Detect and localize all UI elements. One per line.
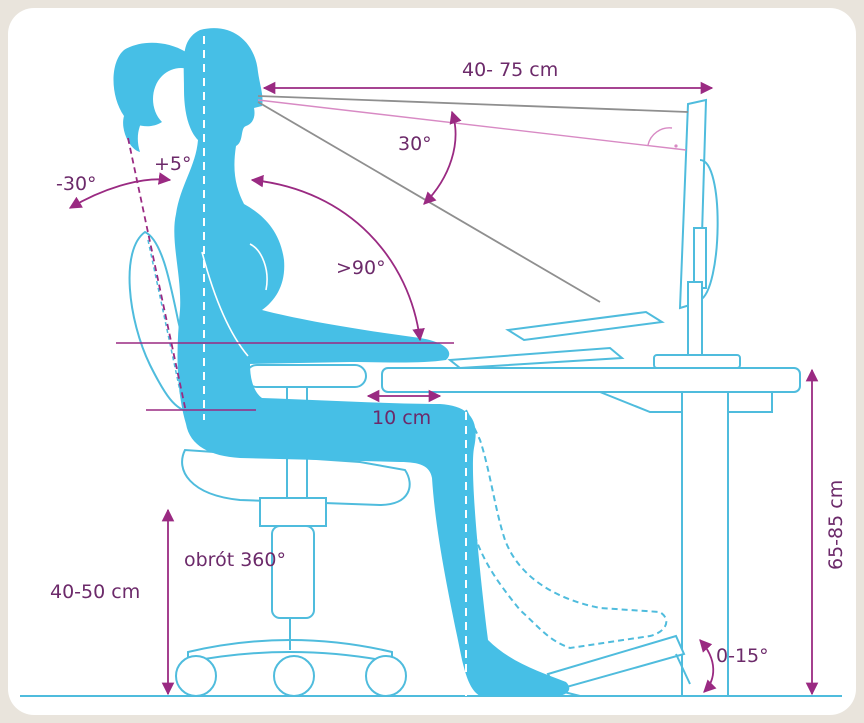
- monitor-stand-pole: [688, 282, 702, 360]
- person-ponytail-tip: [123, 116, 142, 152]
- sightline-low: [258, 102, 600, 302]
- monitor-stand-base: [654, 355, 740, 368]
- elbow-angle-label: >90°: [336, 257, 386, 279]
- keyboard-tray: [508, 312, 662, 340]
- sightline-angle: [258, 100, 686, 150]
- chair-mechanism: [260, 498, 326, 526]
- seat-height-label: 40-50 cm: [50, 581, 140, 603]
- alt-leg-dashed: [466, 410, 666, 648]
- chair-armrest: [246, 365, 366, 387]
- recline-forward-label: +5°: [154, 153, 192, 175]
- chair-gas-lift: [272, 526, 314, 618]
- gaze-angle-label: 30°: [398, 133, 432, 155]
- eye-distance-label: 40- 75 cm: [462, 59, 558, 81]
- keyboard: [450, 348, 622, 368]
- swivel-label: obrót 360°: [184, 549, 286, 571]
- caster-wheel: [176, 656, 216, 696]
- person-ponytail: [114, 43, 191, 127]
- armrest-gap-label: 10 cm: [372, 407, 431, 429]
- desk-height-label: 65-85 cm: [825, 480, 847, 570]
- monitor-stand-arm: [694, 228, 706, 288]
- screen-right-angle: [648, 128, 672, 145]
- recline-back-label: -30°: [56, 173, 97, 195]
- footrest-tilt-label: 0-15°: [716, 645, 769, 667]
- desk-top: [382, 368, 800, 392]
- footrest: [548, 636, 684, 690]
- sightline-horizontal: [258, 96, 688, 112]
- gaze-angle-arc: [424, 112, 456, 204]
- caster-wheel: [274, 656, 314, 696]
- caster-wheel: [366, 656, 406, 696]
